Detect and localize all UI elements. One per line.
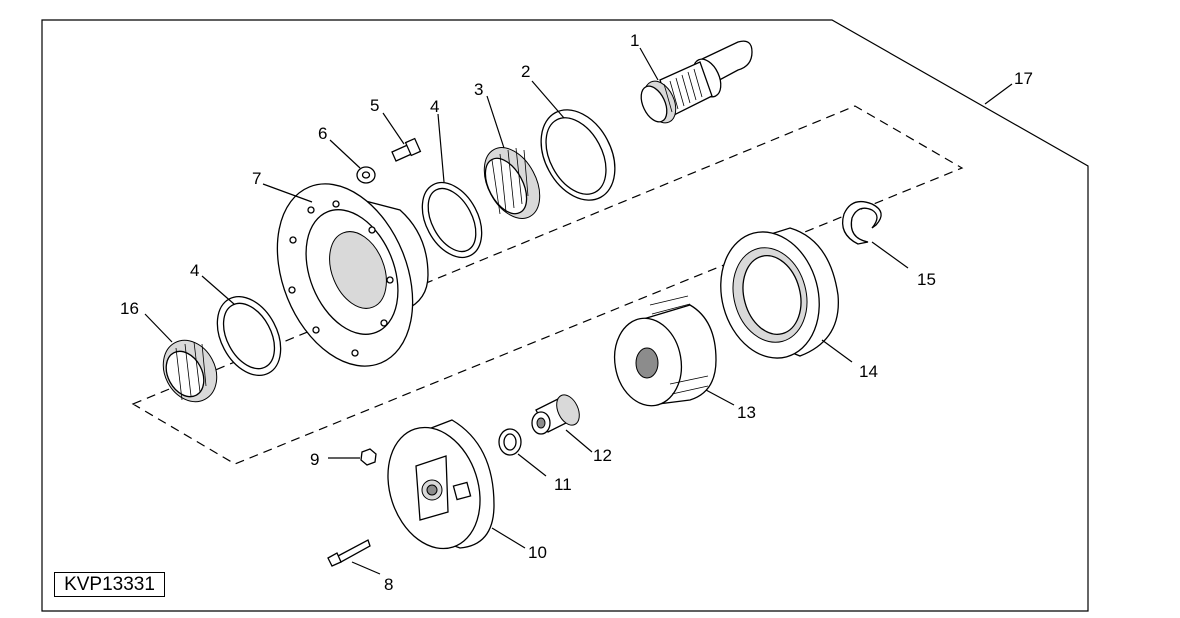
- part-9-nut: [360, 448, 377, 466]
- leader-lines: [144, 47, 1013, 575]
- assembly-frame: [41, 19, 1089, 612]
- callout-labels: 1 2 3 4 5 6 7 4 16 17 15 14 13 12 11 10 …: [120, 31, 1033, 594]
- callout-2: 2: [521, 62, 530, 81]
- callout-4-upper: 4: [430, 97, 439, 116]
- callout-10: 10: [528, 543, 547, 562]
- subassembly-dashed-boundary: [131, 105, 964, 465]
- part-11-thrust-washer: [498, 428, 522, 456]
- callout-4-lower: 4: [190, 261, 199, 280]
- part-10-cover: [387, 419, 495, 550]
- callout-13: 13: [737, 403, 756, 422]
- part-8-bolt: [327, 539, 371, 567]
- part-4-ring-upper: [421, 181, 483, 259]
- part-14-ring-gear: [720, 227, 839, 359]
- callout-15: 15: [917, 270, 936, 289]
- callout-8: 8: [384, 575, 393, 594]
- part-12-sun-gear: [531, 394, 580, 435]
- callout-7: 7: [252, 169, 261, 188]
- part-15-snap-ring: [841, 200, 882, 245]
- callout-16: 16: [120, 299, 139, 318]
- part-3-tapered-bearing: [483, 147, 541, 219]
- part-4-ring-lower: [216, 296, 282, 376]
- callout-11: 11: [554, 475, 572, 494]
- part-13-planet-carrier: [613, 295, 717, 407]
- part-6-washer: [356, 166, 376, 184]
- callout-5: 5: [370, 96, 379, 115]
- callout-17: 17: [1014, 69, 1033, 88]
- callout-14: 14: [859, 362, 878, 381]
- part-2-bearing-cup: [540, 109, 616, 201]
- part-7-housing: [276, 183, 429, 367]
- part-1-shaft: [640, 40, 753, 124]
- callout-1: 1: [630, 31, 639, 50]
- callout-9: 9: [310, 450, 319, 469]
- figure-id: KVP13331: [54, 572, 165, 597]
- part-16-bearing: [162, 339, 218, 403]
- part-5-bolt: [391, 137, 422, 162]
- callout-3: 3: [474, 80, 483, 99]
- callout-6: 6: [318, 124, 327, 143]
- callout-12: 12: [593, 446, 612, 465]
